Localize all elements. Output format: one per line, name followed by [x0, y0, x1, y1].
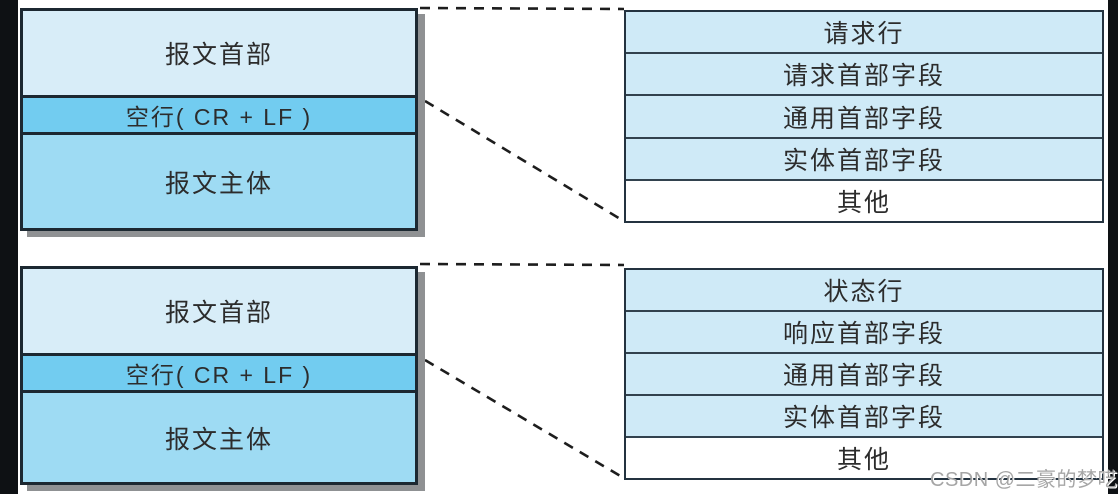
request-header-detail-box: 请求行 请求首部字段 通用首部字段 实体首部字段 其他	[624, 10, 1104, 223]
request-other-row: 其他	[626, 178, 1102, 222]
left-edge-bar	[0, 0, 18, 494]
response-message-box: 报文首部 空行( CR + LF ) 报文主体	[20, 266, 418, 485]
response-header-fields-label: 响应首部字段	[782, 320, 945, 348]
request-general-header-fields-row: 通用首部字段	[626, 94, 1102, 137]
response-header-detail-box: 状态行 响应首部字段 通用首部字段 实体首部字段 其他	[624, 268, 1104, 480]
request-entity-header-fields-label: 实体首部字段	[782, 146, 945, 175]
request-general-header-fields-label: 通用首部字段	[782, 104, 945, 133]
csdn-watermark: CSDN @二豪的梦呓	[930, 469, 1118, 491]
response-message-header-row: 报文首部	[23, 269, 415, 353]
status-line-row: 状态行	[626, 270, 1102, 310]
request-header-fields-row: 请求首部字段	[626, 52, 1102, 95]
response-top-connector-line	[419, 262, 625, 267]
request-message-body-label: 报文主体	[164, 169, 273, 198]
request-diagonal-connector-line	[424, 99, 623, 222]
response-message-body-row: 报文主体	[23, 393, 415, 482]
response-message-body-label: 报文主体	[164, 425, 273, 454]
request-message-header-label: 报文首部	[164, 41, 273, 69]
response-blank-line-row: 空行( CR + LF )	[23, 353, 415, 393]
request-message-box: 报文首部 空行( CR + LF ) 报文主体	[20, 8, 418, 231]
request-header-fields-label: 请求首部字段	[782, 62, 945, 91]
request-blank-line-row: 空行( CR + LF )	[23, 95, 415, 135]
response-diagonal-connector-line	[424, 358, 623, 479]
response-entity-header-fields-label: 实体首部字段	[782, 404, 945, 432]
response-header-fields-row: 响应首部字段	[626, 310, 1102, 352]
response-general-header-fields-row: 通用首部字段	[626, 352, 1102, 394]
request-message-header-row: 报文首部	[23, 11, 415, 95]
response-general-header-fields-label: 通用首部字段	[782, 362, 945, 390]
request-line-label: 请求行	[823, 20, 905, 49]
response-message-header-label: 报文首部	[164, 299, 273, 327]
request-entity-header-fields-row: 实体首部字段	[626, 136, 1102, 179]
response-other-label: 其他	[836, 446, 891, 474]
request-blank-line-label: 空行( CR + LF )	[125, 104, 313, 130]
request-line-row: 请求行	[626, 12, 1102, 53]
response-other-row: 其他	[626, 436, 1102, 478]
status-line-label: 状态行	[823, 278, 905, 306]
response-blank-line-label: 空行( CR + LF )	[125, 362, 313, 388]
request-top-connector-line	[419, 6, 625, 11]
request-other-label: 其他	[836, 188, 891, 217]
right-edge-bar	[1108, 0, 1118, 494]
request-message-body-row: 报文主体	[23, 135, 415, 228]
response-entity-header-fields-row: 实体首部字段	[626, 394, 1102, 436]
